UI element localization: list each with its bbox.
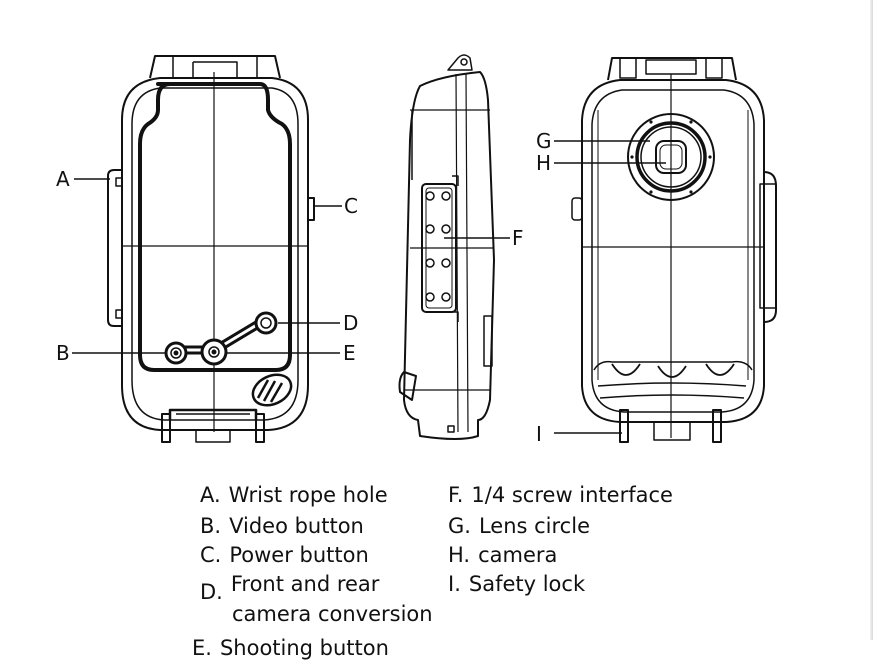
legend-item-c: C. Power button <box>200 545 369 566</box>
callout-d: D <box>343 311 358 335</box>
legend-text: 1/4 screw interface <box>471 483 673 507</box>
legend-key: H. <box>448 543 471 567</box>
legend-text: Wrist rope hole <box>228 483 388 507</box>
legend-item-b: B. Video button <box>200 516 364 537</box>
legend-key: E. <box>192 636 212 660</box>
legend-text: Safety lock <box>468 572 586 596</box>
callout-h: H <box>536 151 551 175</box>
page-edge <box>870 0 873 640</box>
legend-item-g: G. Lens circle <box>448 516 590 537</box>
callout-i: I <box>536 422 542 446</box>
legend-key: D. <box>200 580 223 604</box>
callout-a: A <box>56 167 70 191</box>
legend-key: C. <box>200 543 222 567</box>
legend-text: Lens circle <box>478 514 590 538</box>
callout-e: E <box>343 341 356 365</box>
front-view <box>72 55 342 443</box>
legend-key: I. <box>448 572 461 596</box>
legend-key: F. <box>448 483 464 507</box>
legend-text: Front and rear <box>230 572 380 596</box>
legend-text: camera <box>478 543 558 567</box>
legend-text: camera conversion <box>232 602 433 626</box>
legend-item-a: A. Wrist rope hole <box>200 485 388 506</box>
callout-f: F <box>512 226 524 250</box>
legend-text: Video button <box>229 514 364 538</box>
legend-text: Power button <box>229 543 369 567</box>
legend-item-e: E. Shooting button <box>192 638 389 659</box>
callout-b: B <box>56 341 70 365</box>
legend-key: B. <box>200 514 222 538</box>
legend-key: G. <box>448 514 471 538</box>
legend-item-d-line2: camera conversion <box>232 604 433 625</box>
legend-text: Shooting button <box>219 636 389 660</box>
callout-c: C <box>344 194 358 218</box>
legend-key: A. <box>200 483 221 507</box>
side-view <box>398 54 510 440</box>
legend-item-f: F. 1/4 screw interface <box>448 485 673 506</box>
callout-g: G <box>536 129 552 153</box>
legend-item-i: I. Safety lock <box>448 574 585 595</box>
back-view <box>554 57 777 443</box>
legend-item-h: H. camera <box>448 545 557 566</box>
legend-item-d: D. Front and rear <box>200 574 379 603</box>
